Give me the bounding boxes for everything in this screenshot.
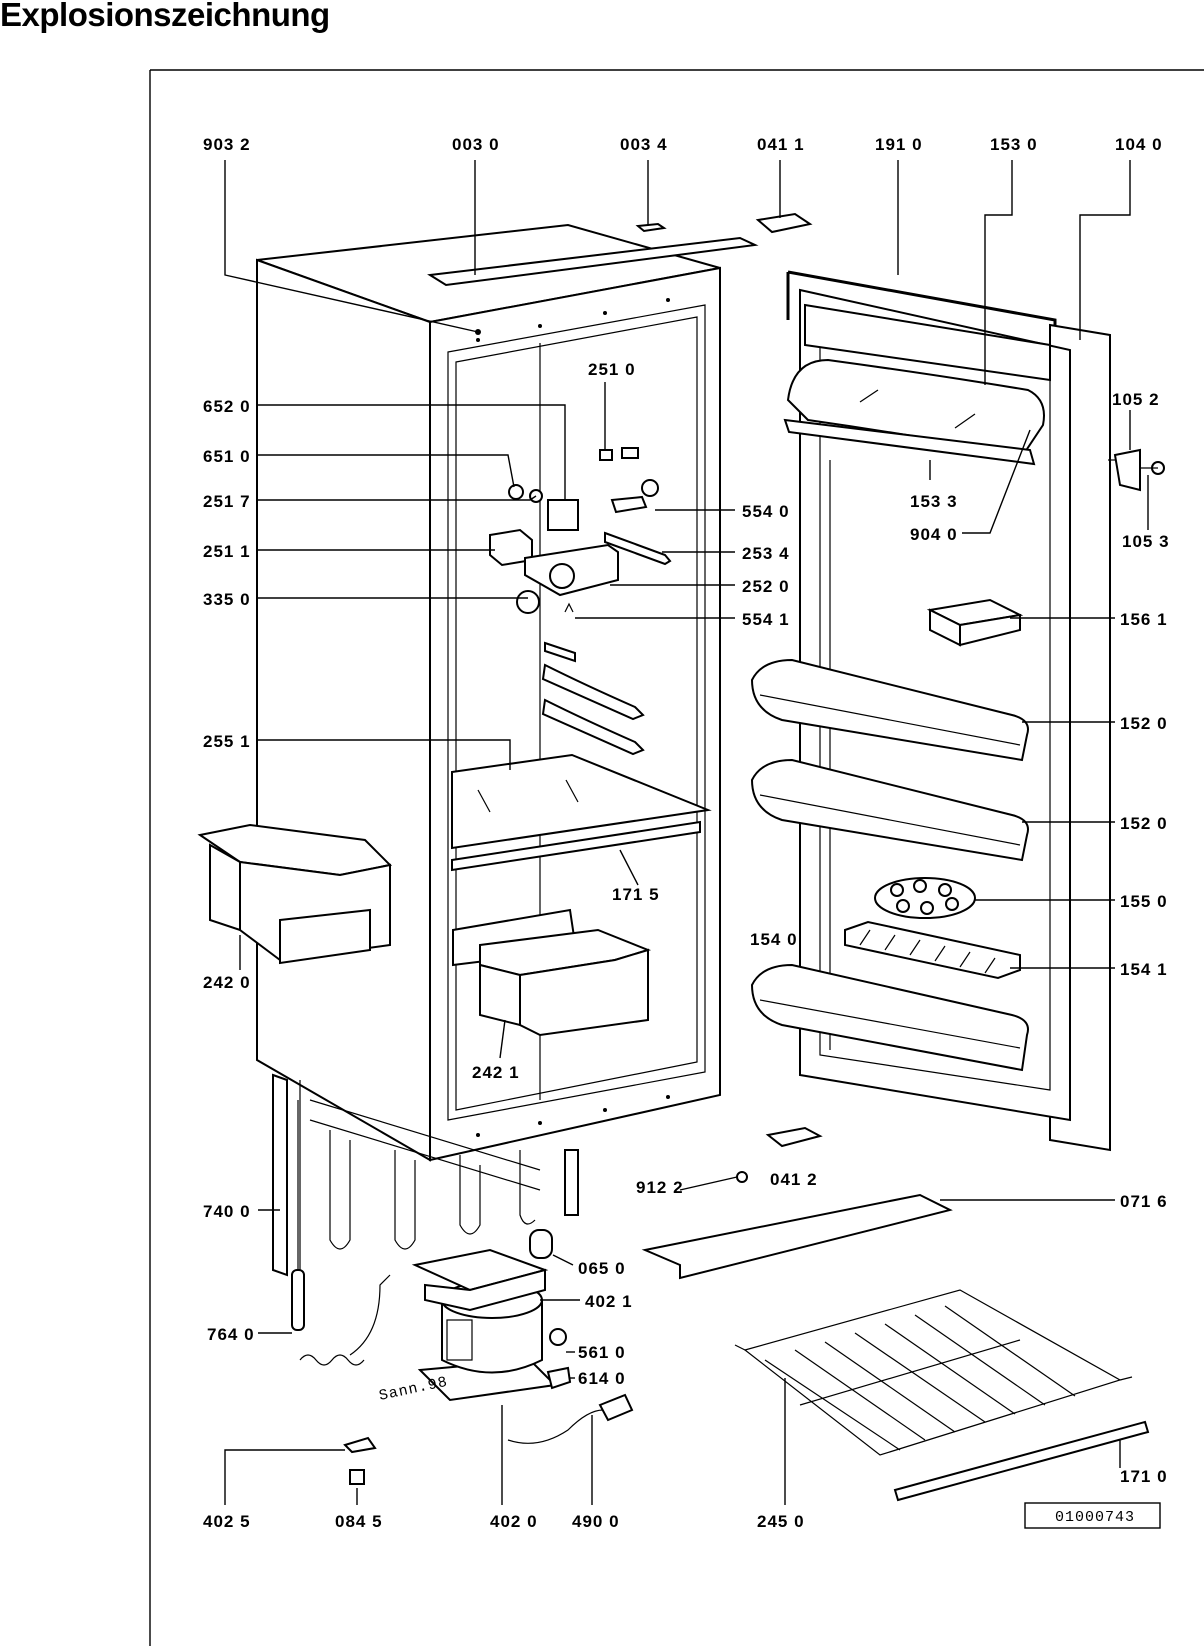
shelf-rails [541, 641, 645, 756]
wire-shelf [734, 1289, 1133, 1456]
callout-554-0: 554 0 [742, 502, 790, 521]
callout-154-1: 154 1 [1120, 960, 1168, 979]
callout-071-6: 071 6 [1120, 1192, 1168, 1211]
handwritten-note: Sann.98 [378, 1374, 450, 1405]
clip-and-foot [343, 1436, 377, 1485]
callout-041-1: 041 1 [757, 135, 805, 154]
dairy-compartment [783, 303, 1051, 466]
callout-003-0: 003 0 [452, 135, 500, 154]
callout-554-1: 554 1 [742, 610, 790, 629]
callout-104-0: 104 0 [1115, 135, 1163, 154]
callout-251-1: 251 1 [203, 542, 251, 561]
callout-041-2: 041 2 [770, 1170, 818, 1189]
compressor-bracket [411, 1248, 549, 1312]
page-title: Explosionszeichnung [0, 0, 330, 33]
plinth-strip [641, 1193, 953, 1280]
callout-242-0: 242 0 [203, 973, 251, 992]
drawing-frame [149, 69, 1204, 1646]
callout-171-0: 171 0 [1120, 1467, 1168, 1486]
callout-614-0: 614 0 [578, 1369, 626, 1388]
rubber-grommet [529, 1229, 553, 1259]
callout-255-1: 255 1 [203, 732, 251, 751]
door-hinge [1108, 448, 1165, 492]
callout-740-0: 740 0 [203, 1202, 251, 1221]
callout-labels: 903 2 003 0 003 4 041 1 191 0 153 0 104 … [203, 135, 1170, 1531]
callout-251-0: 251 0 [588, 360, 636, 379]
callout-561-0: 561 0 [578, 1343, 626, 1362]
power-cable [507, 1393, 634, 1444]
callout-335-0: 335 0 [203, 590, 251, 609]
callout-490-0: 490 0 [572, 1512, 620, 1531]
callout-153-3: 153 3 [910, 492, 958, 511]
door-shelf-middle [750, 758, 1029, 862]
bottle-shelf [750, 963, 1029, 1072]
callout-155-0: 155 0 [1120, 892, 1168, 911]
callout-904-0: 904 0 [910, 525, 958, 544]
callout-253-4: 253 4 [742, 544, 790, 563]
screw [736, 1171, 748, 1183]
callout-084-5: 084 5 [335, 1512, 383, 1531]
relay-parts [546, 1328, 572, 1390]
callout-912-2: 912 2 [636, 1178, 684, 1197]
callout-402-5: 402 5 [203, 1512, 251, 1531]
callout-245-0: 245 0 [757, 1512, 805, 1531]
butter-box [926, 598, 1024, 647]
callout-105-2: 105 2 [1112, 390, 1160, 409]
drawing-number: 01000743 [1055, 1509, 1135, 1526]
callout-652-0: 652 0 [203, 397, 251, 416]
door-shelf-upper [750, 658, 1029, 762]
egg-tray [874, 877, 976, 919]
callout-152-0-middle: 152 0 [1120, 814, 1168, 833]
callout-191-0: 191 0 [875, 135, 923, 154]
callout-171-5: 171 5 [612, 885, 660, 904]
callout-402-0: 402 0 [490, 1512, 538, 1531]
callout-242-1: 242 1 [472, 1063, 520, 1082]
leader-lines [224, 160, 1149, 1505]
condenser [272, 1073, 579, 1277]
callout-252-0: 252 0 [742, 577, 790, 596]
bottle-guard [844, 920, 1021, 980]
drawing-number-box: 01000743 [1024, 1502, 1161, 1529]
shelf-trim [893, 1420, 1150, 1502]
callout-003-4: 003 4 [620, 135, 668, 154]
callout-402-1: 402 1 [585, 1292, 633, 1311]
callout-152-0-upper: 152 0 [1120, 714, 1168, 733]
callout-903-2: 903 2 [203, 135, 251, 154]
crisper-bin-small [452, 908, 652, 1037]
crisper-bin-large [197, 823, 393, 965]
capillary-tube [291, 1100, 391, 1366]
door-bracket-lower [765, 1126, 823, 1148]
callout-065-0: 065 0 [578, 1259, 626, 1278]
callout-154-0: 154 0 [750, 930, 798, 949]
callout-764-0: 764 0 [207, 1325, 255, 1344]
callout-156-1: 156 1 [1120, 610, 1168, 629]
callout-153-0: 153 0 [990, 135, 1038, 154]
callout-651-0: 651 0 [203, 447, 251, 466]
glass-shelf [451, 753, 712, 872]
thermostat-assembly [489, 447, 672, 614]
callout-105-3: 105 3 [1122, 532, 1170, 551]
callout-251-7: 251 7 [203, 492, 251, 511]
